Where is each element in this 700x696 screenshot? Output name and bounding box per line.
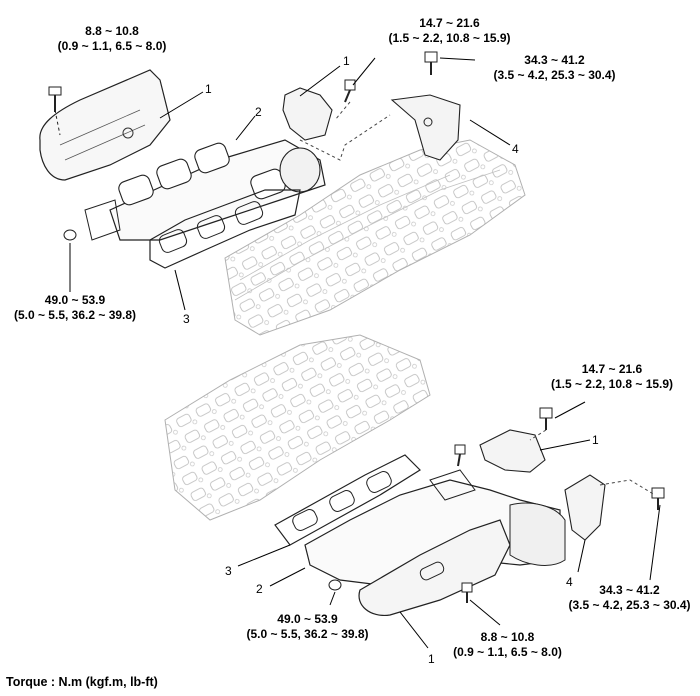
torque-top-mid: 14.7 ~ 21.6 (1.5 ~ 2.2, 10.8 ~ 15.9) — [372, 16, 527, 46]
bolt-bottom-mid — [454, 444, 466, 467]
torque-alt-units: (5.0 ~ 5.5, 36.2 ~ 39.8) — [246, 627, 369, 641]
cylinder-head-lower — [164, 334, 431, 521]
callout-top-bracket: 4 — [512, 142, 519, 156]
torque-alt-units: (0.9 ~ 1.1, 6.5 ~ 8.0) — [57, 39, 167, 53]
gasket-top — [84, 189, 301, 269]
nut-top-left — [63, 229, 77, 241]
torque-value: 49.0 ~ 53.9 — [44, 293, 106, 307]
callout-top-heatshield: 1 — [343, 54, 350, 68]
callout-bottom-heatshield: 1 — [592, 433, 599, 447]
heat-shield-top-left — [39, 69, 171, 181]
gasket-bottom — [274, 454, 421, 546]
torque-alt-units: (0.9 ~ 1.1, 6.5 ~ 8.0) — [453, 645, 562, 659]
heat-shield-bottom-front — [358, 519, 511, 617]
callout-bottom-shield: 1 — [428, 652, 435, 666]
callout-bottom-manifold: 2 — [256, 582, 263, 596]
torque-lower-shield: 8.8 ~ 10.8 (0.9 ~ 1.1, 6.5 ~ 8.0) — [440, 630, 575, 660]
bolt-top-left — [48, 86, 62, 112]
torque-alt-units: (5.0 ~ 5.5, 36.2 ~ 39.8) — [13, 308, 137, 322]
bolt-top-mid — [344, 79, 356, 103]
callout-bottom-bracket: 4 — [566, 575, 573, 589]
torque-value: 14.7 ~ 21.6 — [419, 16, 480, 30]
torque-alt-units: (1.5 ~ 2.2, 10.8 ~ 15.9) — [388, 31, 511, 45]
torque-value: 34.3 ~ 41.2 — [524, 53, 585, 67]
torque-top-left: 8.8 ~ 10.8 (0.9 ~ 1.1, 6.5 ~ 8.0) — [42, 24, 182, 54]
bolt-bottom-top — [539, 407, 553, 430]
bolt-bottom-right — [651, 487, 665, 510]
callout-bottom-gasket: 3 — [225, 564, 232, 578]
exhaust-manifold-top — [109, 139, 326, 241]
heat-shield-top-center — [282, 87, 333, 141]
callout-top-gasket: 3 — [183, 312, 190, 326]
torque-top-right: 34.3 ~ 41.2 (3.5 ~ 4.2, 25.3 ~ 30.4) — [472, 53, 637, 83]
torque-alt-units: (3.5 ~ 4.2, 25.3 ~ 30.4) — [493, 68, 616, 82]
bolt-top-right — [424, 51, 438, 75]
torque-upper-nut: 49.0 ~ 53.9 (5.0 ~ 5.5, 36.2 ~ 39.8) — [0, 293, 150, 323]
bracket-bottom — [564, 474, 606, 541]
torque-alt-units: (1.5 ~ 2.2, 10.8 ~ 15.9) — [550, 377, 674, 391]
nut-bottom — [328, 579, 342, 591]
callout-top-shield: 1 — [205, 82, 212, 96]
cylinder-head-upper — [224, 139, 526, 336]
bolt-bottom-shield — [461, 582, 473, 603]
torque-value: 49.0 ~ 53.9 — [277, 612, 338, 626]
torque-lower-nut: 49.0 ~ 53.9 (5.0 ~ 5.5, 36.2 ~ 39.8) — [220, 612, 395, 642]
torque-value: 8.8 ~ 10.8 — [85, 24, 139, 38]
torque-value: 8.8 ~ 10.8 — [480, 630, 535, 644]
heat-shield-bottom-top — [479, 429, 546, 473]
torque-lower-right: 34.3 ~ 41.2 (3.5 ~ 4.2, 25.3 ~ 30.4) — [562, 583, 697, 613]
torque-alt-units: (3.5 ~ 4.2, 25.3 ~ 30.4) — [568, 598, 691, 612]
torque-lower-bolt: 14.7 ~ 21.6 (1.5 ~ 2.2, 10.8 ~ 15.9) — [532, 362, 692, 392]
torque-units-note: Torque : N.m (kgf.m, lb-ft) — [6, 675, 158, 689]
torque-value: 14.7 ~ 21.6 — [581, 362, 643, 376]
torque-value: 34.3 ~ 41.2 — [599, 583, 660, 597]
bracket-top — [390, 94, 461, 161]
callout-top-manifold: 2 — [255, 105, 262, 119]
